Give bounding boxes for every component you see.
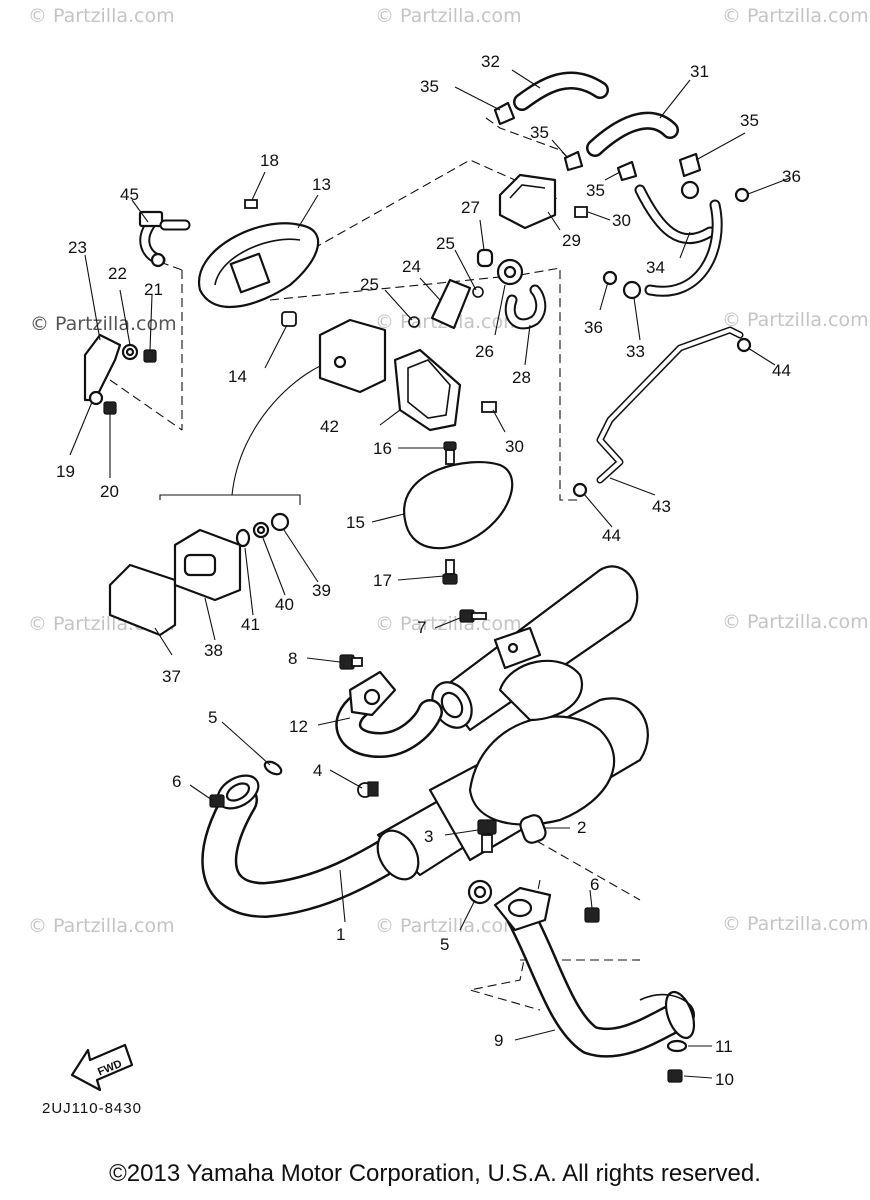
callout-39: 39 xyxy=(312,581,331,600)
callout-19: 19 xyxy=(56,462,75,481)
diagram-code: 2UJ110-8430 xyxy=(42,1100,142,1117)
air-cut-valve xyxy=(83,173,557,637)
callout-9: 9 xyxy=(494,1031,503,1050)
callout-26: 26 xyxy=(475,342,494,361)
callout-12: 12 xyxy=(289,717,308,736)
watermark: © Partzilla.com xyxy=(28,915,175,937)
callout-38: 38 xyxy=(204,641,223,660)
callout-35c: 35 xyxy=(586,181,605,200)
watermark: © Partzilla.com xyxy=(375,613,522,635)
watermark: © Partzilla.com xyxy=(30,313,177,335)
callout-5b: 5 xyxy=(440,935,449,954)
callout-30b: 30 xyxy=(505,437,524,456)
callout-45: 45 xyxy=(120,185,139,204)
callout-6b: 6 xyxy=(590,875,599,894)
callout-35d: 35 xyxy=(740,111,759,130)
copyright-notice: ©2013 Yamaha Motor Corporation, U.S.A. A… xyxy=(109,1160,761,1187)
callout-44b: 44 xyxy=(602,526,621,545)
callout-labels: 1 2 3 4 5 5 6 6 7 8 9 10 11 12 13 14 15 … xyxy=(56,52,801,1089)
callout-20: 20 xyxy=(100,482,119,501)
callout-40: 40 xyxy=(275,595,294,614)
exhaust-pipe-1 xyxy=(201,774,480,918)
callout-14: 14 xyxy=(228,367,247,386)
callout-4: 4 xyxy=(313,761,322,780)
callout-29: 29 xyxy=(562,231,581,250)
callout-32: 32 xyxy=(481,52,500,71)
callout-28: 28 xyxy=(512,368,531,387)
watermark: © Partzilla.com xyxy=(375,915,522,937)
callout-11: 11 xyxy=(715,1037,733,1056)
callout-27: 27 xyxy=(461,198,480,217)
callout-17: 17 xyxy=(373,571,392,590)
callout-33: 33 xyxy=(626,342,645,361)
joint-pipe-12 xyxy=(335,670,443,758)
callout-35a: 35 xyxy=(420,77,439,96)
callout-7: 7 xyxy=(417,618,426,637)
watermark: © Partzilla.com xyxy=(722,913,869,935)
callout-5a: 5 xyxy=(208,708,217,727)
watermark: © Partzilla.com xyxy=(375,5,522,27)
air-hoses xyxy=(493,71,750,300)
leader-lines xyxy=(69,69,791,1079)
callout-25b: 25 xyxy=(436,234,455,253)
callout-8: 8 xyxy=(288,649,297,668)
exhaust-pipe-9 xyxy=(493,886,696,1058)
callout-24: 24 xyxy=(402,257,421,276)
callout-35b: 35 xyxy=(530,123,549,142)
callout-6a: 6 xyxy=(172,772,181,791)
callout-13: 13 xyxy=(312,175,331,194)
watermark: © Partzilla.com xyxy=(722,5,869,27)
watermark: © Partzilla.com xyxy=(722,309,869,331)
callout-43: 43 xyxy=(652,497,671,516)
callout-36b: 36 xyxy=(584,318,603,337)
callout-25a: 25 xyxy=(360,275,379,294)
callout-21: 21 xyxy=(144,280,163,299)
callout-37: 37 xyxy=(162,667,181,686)
callout-2: 2 xyxy=(577,818,586,837)
watermark: © Partzilla.com xyxy=(722,611,869,633)
callout-36a: 36 xyxy=(782,167,801,186)
fasteners xyxy=(103,206,688,1083)
pipe-43 xyxy=(572,326,752,498)
callout-15: 15 xyxy=(346,513,365,532)
callout-1: 1 xyxy=(336,925,345,944)
callout-16: 16 xyxy=(373,439,392,458)
watermark: © Partzilla.com xyxy=(28,5,175,27)
callout-34: 34 xyxy=(646,258,665,277)
callout-30a: 30 xyxy=(612,211,631,230)
callout-41: 41 xyxy=(241,615,260,634)
callout-22: 22 xyxy=(108,264,127,283)
fwd-arrow-icon: FWD xyxy=(70,1043,134,1092)
callout-31: 31 xyxy=(690,62,709,81)
callout-10: 10 xyxy=(715,1070,734,1089)
callout-44a: 44 xyxy=(772,361,791,380)
callout-3: 3 xyxy=(424,827,433,846)
callout-18: 18 xyxy=(260,151,279,170)
callout-42: 42 xyxy=(320,417,339,436)
callout-23: 23 xyxy=(68,238,87,257)
